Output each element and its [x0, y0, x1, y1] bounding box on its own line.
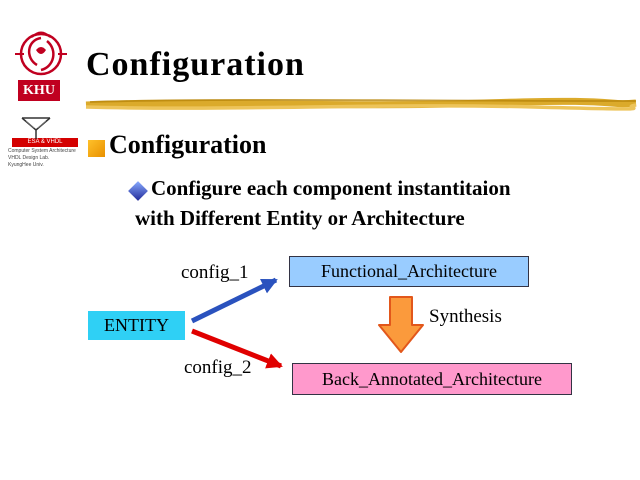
synthesis-arrow-icon: [378, 296, 424, 353]
side-logo-banner: ESA & VHDL: [12, 138, 78, 147]
square-bullet-icon: [88, 140, 105, 157]
side-logo-funnel-icon: [21, 117, 51, 139]
bullet-text-line2: with Different Entity or Architecture: [135, 206, 465, 230]
side-logo-line2: VHDL Design Lab.: [8, 155, 50, 161]
side-logo-line3: KyungHee Univ.: [8, 162, 44, 168]
back-annotated-architecture-box: Back_Annotated_Architecture: [292, 363, 572, 395]
config1-label: config_1: [181, 262, 249, 283]
section-heading: Configuration: [109, 130, 267, 159]
config2-label: config_2: [184, 357, 252, 378]
diamond-bullet-icon: [128, 181, 148, 201]
khu-logo-text: KHU: [18, 80, 60, 101]
functional-architecture-box: Functional_Architecture: [289, 256, 529, 287]
khu-emblem-icon: [15, 31, 67, 76]
page-title: Configuration: [86, 46, 305, 83]
side-logo: ESA & VHDL Computer System Architecture …: [4, 116, 88, 168]
entity-box: ENTITY: [88, 311, 185, 340]
synthesis-label: Synthesis: [429, 306, 502, 327]
config1-arrow-icon: [190, 277, 278, 324]
gold-divider-line: [85, 97, 637, 111]
bullet-text-line1: Configure each component instantitaion: [151, 176, 511, 200]
side-logo-line1: Computer System Architecture: [8, 148, 76, 154]
